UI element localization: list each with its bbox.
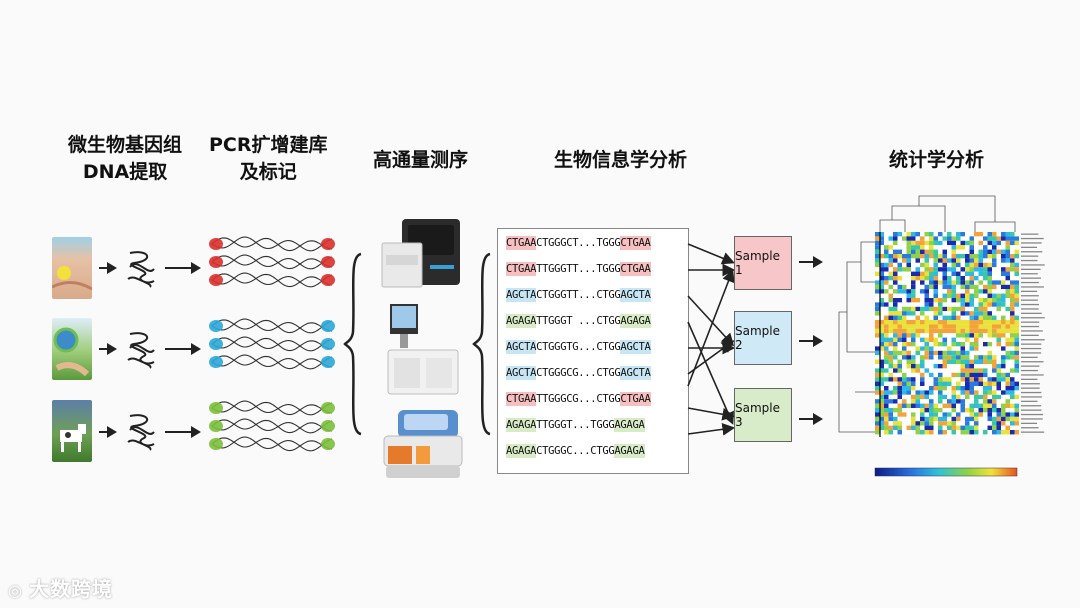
sequence-middle: TTGGGCG...CTGG bbox=[536, 393, 621, 405]
sequence-to-sample-arrows bbox=[687, 243, 736, 436]
dendrogram-left bbox=[838, 241, 875, 433]
color-scale-bar bbox=[874, 467, 1018, 477]
sequence-barcode-right: AGAGA bbox=[614, 418, 645, 432]
sequence-middle: CTGGGCG...CTGG bbox=[536, 367, 621, 379]
watermark-logo: ◎大数跨境 bbox=[8, 577, 113, 601]
sequence-read: CTGAATTGGGTT...TGGGCTGAA bbox=[506, 262, 651, 276]
header-step5: 统计学分析 bbox=[889, 149, 985, 171]
sequence-middle: TTGGGT...TGGG bbox=[536, 419, 615, 431]
arrow-3a bbox=[99, 426, 117, 438]
sequence-middle: TTGGGT ...CTGG bbox=[536, 315, 621, 327]
brace-left-1 bbox=[343, 252, 362, 436]
sequencer-machine-1 bbox=[381, 219, 460, 288]
sequence-read: AGAGACTGGGC...CTGGAGAGA bbox=[506, 444, 645, 458]
arrow-1b bbox=[165, 262, 201, 274]
sequence-barcode-right: AGAGA bbox=[620, 314, 651, 328]
dna-strands-green bbox=[209, 400, 335, 452]
sequence-barcode-right: AGCTA bbox=[620, 366, 651, 380]
dna-tangle-icon-3 bbox=[127, 414, 155, 451]
sample-1-label: Sample 1 bbox=[735, 249, 780, 277]
arrow-3b bbox=[165, 426, 201, 438]
sequence-barcode-right: CTGAA bbox=[620, 262, 651, 276]
sequence-read: AGCTACTGGGTT...CTGGAGCTA bbox=[506, 288, 651, 302]
header-step1-line2: DNA提取 bbox=[82, 161, 168, 183]
sequence-barcode-left: AGAGA bbox=[506, 418, 537, 432]
sequence-barcode-left: CTGAA bbox=[506, 392, 537, 406]
sequence-barcode-left: AGCTA bbox=[506, 288, 537, 302]
header-step2-line1: PCR扩增建库 bbox=[209, 134, 328, 156]
sequence-middle: TTGGGTT...TGGG bbox=[536, 263, 621, 275]
environment-image bbox=[52, 318, 92, 380]
dna-tangle-icon-2 bbox=[127, 332, 155, 369]
heatmap-figure bbox=[838, 195, 1045, 477]
header-step3: 高通量测序 bbox=[373, 149, 469, 171]
sequence-read: AGCTACTGGGTG...CTGGAGCTA bbox=[506, 340, 651, 354]
sequencer-machine-2 bbox=[387, 304, 459, 395]
arrow-1a bbox=[99, 262, 117, 274]
header-step4: 生物信息学分析 bbox=[554, 149, 688, 171]
sequence-barcode-right: AGAGA bbox=[614, 444, 645, 458]
sequence-barcode-left: CTGAA bbox=[506, 236, 537, 250]
header-step1-line1: 微生物基因组 bbox=[68, 134, 183, 156]
watermark-text: 大数跨境 bbox=[28, 577, 113, 601]
sequence-read: CTGAATTGGGCG...CTGGCTGAA bbox=[506, 392, 651, 406]
dna-strands-blue bbox=[209, 318, 335, 370]
sequence-middle: CTGGGTG...CTGG bbox=[536, 341, 621, 353]
human-gut-image bbox=[52, 237, 92, 299]
sequence-barcode-left: AGCTA bbox=[506, 340, 537, 354]
arrow-sample1-stats bbox=[799, 256, 823, 268]
arrow-sample2-stats bbox=[799, 335, 823, 347]
dna-strands-red bbox=[209, 236, 335, 288]
sample-3-label: Sample 3 bbox=[735, 401, 780, 429]
header-step2-line2: 及标记 bbox=[239, 161, 297, 183]
arrow-sample3-stats bbox=[799, 413, 823, 425]
sequence-barcode-left: AGAGA bbox=[506, 444, 537, 458]
dendrogram-top bbox=[879, 195, 1016, 232]
sequence-read: AGCTACTGGGCG...CTGGAGCTA bbox=[506, 366, 651, 380]
sequence-barcode-left: AGCTA bbox=[506, 366, 537, 380]
sequence-barcode-right: AGCTA bbox=[620, 340, 651, 354]
header-step2: PCR扩增建库 及标记 bbox=[209, 132, 328, 186]
arrow-2b bbox=[165, 343, 201, 355]
sequence-barcode-right: AGCTA bbox=[620, 288, 651, 302]
sequence-barcode-left: AGAGA bbox=[506, 314, 537, 328]
sequence-middle: CTGGGCT...TGGG bbox=[536, 237, 621, 249]
sequence-middle: CTGGGTT...CTGG bbox=[536, 289, 621, 301]
dna-tangle-icon-1 bbox=[127, 251, 155, 288]
sequence-read: AGAGATTGGGT ...CTGGAGAGA bbox=[506, 314, 651, 328]
cow-image bbox=[52, 400, 92, 462]
sequencer-machine-3 bbox=[383, 410, 463, 478]
sequence-middle: CTGGGC...CTGG bbox=[536, 445, 615, 457]
brace-left-2 bbox=[472, 252, 491, 436]
arrow-2a bbox=[99, 343, 117, 355]
sample-1-box: Sample 1 bbox=[734, 236, 792, 290]
sample-2-box: Sample 2 bbox=[734, 311, 792, 365]
sequence-barcode-right: CTGAA bbox=[620, 236, 651, 250]
sample-2-label: Sample 2 bbox=[735, 324, 780, 352]
sequence-barcode-left: CTGAA bbox=[506, 262, 537, 276]
sequence-read: AGAGATTGGGT...TGGGAGAGA bbox=[506, 418, 645, 432]
sample-3-box: Sample 3 bbox=[734, 388, 792, 442]
sequence-barcode-right: CTGAA bbox=[620, 392, 651, 406]
sequence-read: CTGAACTGGGCT...TGGGCTGAA bbox=[506, 236, 651, 250]
header-step1: 微生物基因组 DNA提取 bbox=[68, 132, 182, 186]
